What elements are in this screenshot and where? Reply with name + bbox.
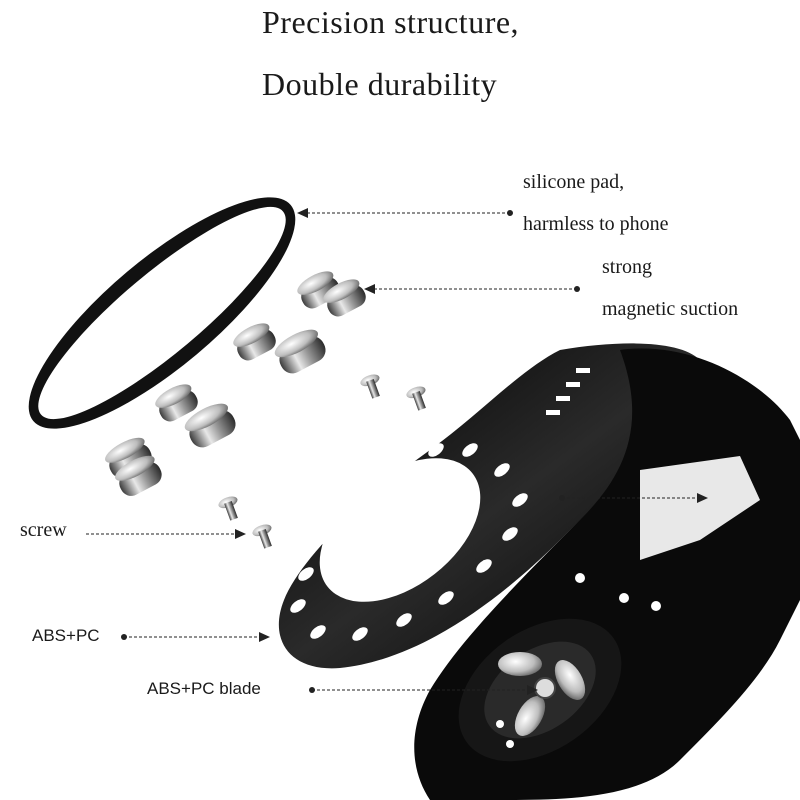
magnet xyxy=(184,403,236,448)
label-screw: screw xyxy=(20,519,67,541)
arrow-blade xyxy=(527,685,538,695)
plate-holes xyxy=(290,443,528,641)
magnet xyxy=(233,323,276,361)
dot-blade xyxy=(309,687,315,693)
arrow-abs-pc xyxy=(259,632,270,642)
label-magnet-line2: magnetic suction xyxy=(602,298,739,320)
arrow-screw xyxy=(235,529,246,539)
arrow-silicone xyxy=(297,208,308,218)
label-silicone-line1: silicone pad, xyxy=(523,171,625,193)
dot-magnet xyxy=(574,286,580,292)
screws-group xyxy=(218,374,426,549)
silicone-pad-ring xyxy=(28,197,296,429)
label-abs-pc: ABS+PC xyxy=(32,626,100,645)
vent-clip-housing xyxy=(414,348,800,800)
screw xyxy=(360,374,380,399)
label-magnet-line1: strong xyxy=(602,256,652,278)
arrow-housing xyxy=(697,493,708,503)
magnet xyxy=(323,279,366,317)
magnet xyxy=(274,329,326,374)
logo-mark xyxy=(546,368,590,415)
leader-lines xyxy=(86,208,708,695)
label-silicone-line2: harmless to phone xyxy=(523,213,669,235)
label-abs-pc-blade: ABS+PC blade xyxy=(147,679,261,698)
dot-housing xyxy=(559,495,565,501)
arrow-magnet xyxy=(364,284,375,294)
housing-holes xyxy=(496,573,661,748)
magnet xyxy=(297,271,340,309)
magnet xyxy=(115,455,162,496)
screw xyxy=(406,386,426,411)
magnets-group xyxy=(105,271,366,496)
fan-blade xyxy=(498,652,586,736)
dot-abs-pc xyxy=(121,634,127,640)
magnet xyxy=(155,384,198,422)
screw xyxy=(218,496,238,521)
abs-pc-top-plate xyxy=(278,343,720,669)
dot-silicone xyxy=(507,210,513,216)
screw xyxy=(252,524,272,549)
headline-line-1: Precision structure, xyxy=(262,4,520,40)
headline-line-2: Double durability xyxy=(262,66,498,102)
